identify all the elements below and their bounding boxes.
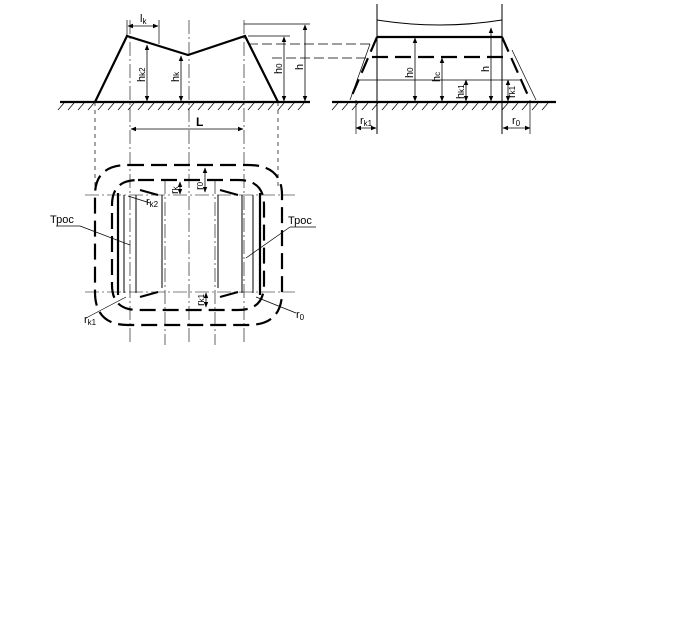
- left-elevation: [57, 20, 310, 345]
- label-hk: hk: [170, 71, 182, 82]
- catenary-profile: [94, 34, 279, 103]
- label-L: L: [196, 115, 203, 129]
- label-r0-right: r0: [512, 115, 521, 128]
- inner-dashed-loop: [110, 178, 266, 312]
- slant-left: [348, 36, 379, 101]
- top-sag-curve: [376, 19, 503, 26]
- plan-view: [56, 163, 316, 327]
- right-side-view: [331, 4, 556, 134]
- label-rk2-plan: rk2: [146, 196, 159, 209]
- label-rk-small: rk: [169, 185, 181, 194]
- label-tros-left: Трос: [50, 214, 74, 226]
- label-h-left: h: [294, 64, 306, 70]
- label-h0-right: h0: [404, 67, 416, 78]
- label-r0-plan: r0: [194, 181, 206, 190]
- leader-rk2: [127, 195, 151, 204]
- label-h0-left: h0: [273, 63, 285, 74]
- ground-hatch-right: [331, 102, 549, 111]
- leader-r0: [255, 296, 297, 314]
- outer-dashed-loop: [93, 163, 284, 327]
- label-h-right: h: [480, 66, 492, 72]
- label-hc: hc: [431, 72, 443, 82]
- labels: lk L hk2 hk h0 h h0 hc hk1 h rk1 rk1 r0 …: [50, 13, 521, 327]
- label-rk1-bottom: rk1: [360, 115, 373, 128]
- label-rk-small-bottom: rk1: [195, 293, 207, 306]
- ground-hatch-left: [57, 102, 305, 111]
- label-lk: lk: [140, 13, 147, 26]
- label-hk1: hk1: [455, 84, 467, 99]
- leader-rk1: [85, 296, 127, 319]
- label-r0-plan-br: r0: [296, 309, 305, 322]
- label-hk2: hk2: [136, 67, 148, 82]
- label-rk1-right: rk1: [506, 85, 518, 98]
- label-tros-right: Трос: [288, 215, 312, 227]
- label-rk1-plan: rk1: [84, 314, 97, 327]
- slant-right: [500, 36, 532, 101]
